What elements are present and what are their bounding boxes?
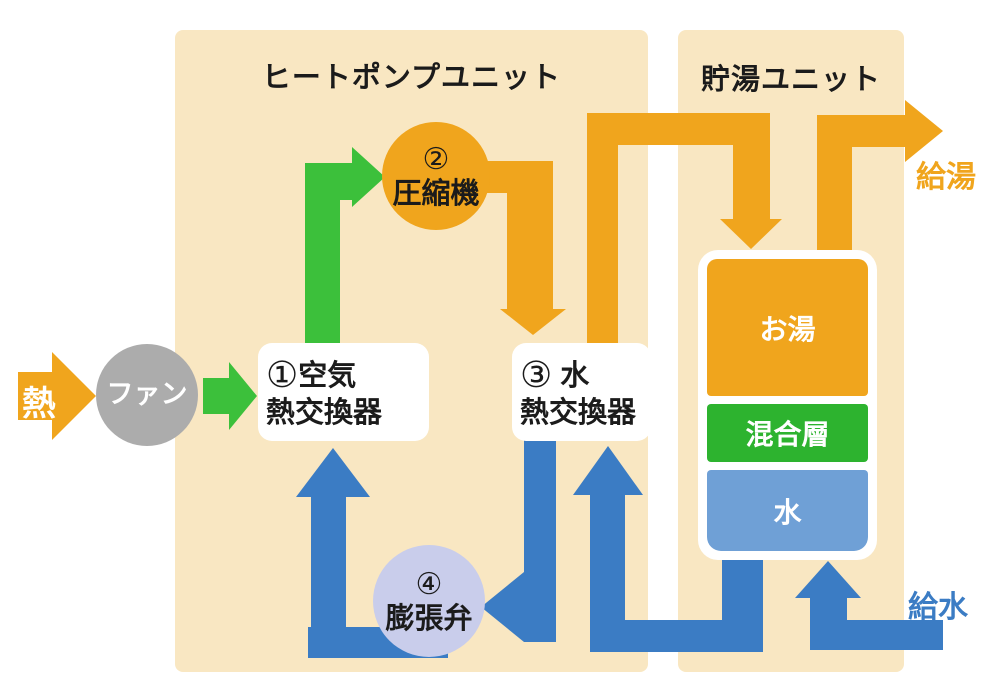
water-hx-label-line2: 熱交換器	[520, 395, 637, 430]
arrow-head	[573, 446, 643, 495]
arrow-segment	[18, 372, 52, 420]
arrow-head	[296, 448, 370, 497]
expansion-valve-number: ④	[415, 566, 443, 602]
compressor-number: ②	[422, 141, 450, 177]
water-heat-exchanger-box: ③ 水 熱交換器	[512, 343, 651, 441]
air-hx-number: ①	[266, 354, 299, 396]
fan-circle: ファン	[96, 344, 198, 446]
arrow-segment	[733, 145, 770, 219]
arrow-segment	[507, 161, 553, 309]
heat-input-label: 熱	[22, 384, 56, 424]
tank-cold-water-label: 水	[773, 495, 802, 529]
arrow-segment	[305, 163, 352, 200]
arrow-segment	[524, 440, 556, 642]
compressor-circle: ② 圧縮機	[382, 122, 490, 230]
air-hx-label-line2: 熱交換器	[266, 395, 383, 430]
arrow-segment	[587, 113, 770, 145]
arrow-head	[905, 100, 943, 162]
hot-water-supply-label: 給湯	[916, 160, 976, 195]
arrow-segment	[590, 495, 625, 652]
air-heat-exchanger-box: ① 空気 熱交換器	[258, 343, 429, 441]
expansion-valve-label: 膨張弁	[385, 600, 473, 635]
arrow-head	[720, 219, 782, 249]
fan-label: ファン	[106, 378, 188, 410]
expansion-valve-circle: ④ 膨張弁	[373, 545, 485, 657]
arrow-head	[229, 362, 257, 430]
arrow-head	[52, 352, 96, 440]
arrow-segment	[817, 115, 905, 147]
arrow-segment	[847, 620, 943, 650]
storage-unit-title: 貯湯ユニット	[700, 62, 881, 96]
tank-cold-water-section: 水	[707, 470, 868, 551]
tank-hot-water-label: お湯	[759, 312, 816, 346]
arrow-segment	[587, 113, 618, 348]
arrow-head	[500, 309, 566, 335]
tank-hot-water-section: お湯	[707, 259, 868, 396]
arrow-head	[795, 561, 861, 598]
water-hx-number: ③	[520, 354, 553, 396]
water-supply-label: 給水	[908, 590, 968, 625]
heat-pump-unit-title: ヒートポンプユニット	[261, 60, 562, 94]
arrow-head	[352, 147, 385, 207]
compressor-label: 圧縮機	[392, 175, 480, 210]
arrow-head	[481, 572, 524, 642]
arrow-segment	[311, 497, 346, 658]
arrow-segment	[203, 378, 229, 414]
water-hx-label-line1: 水	[560, 357, 590, 392]
tank-mixed-layer-label: 混合層	[745, 418, 830, 451]
air-hx-label-line1: 空気	[298, 357, 357, 392]
tank-mixed-layer-section: 混合層	[707, 404, 868, 462]
arrow-segment	[810, 596, 847, 650]
